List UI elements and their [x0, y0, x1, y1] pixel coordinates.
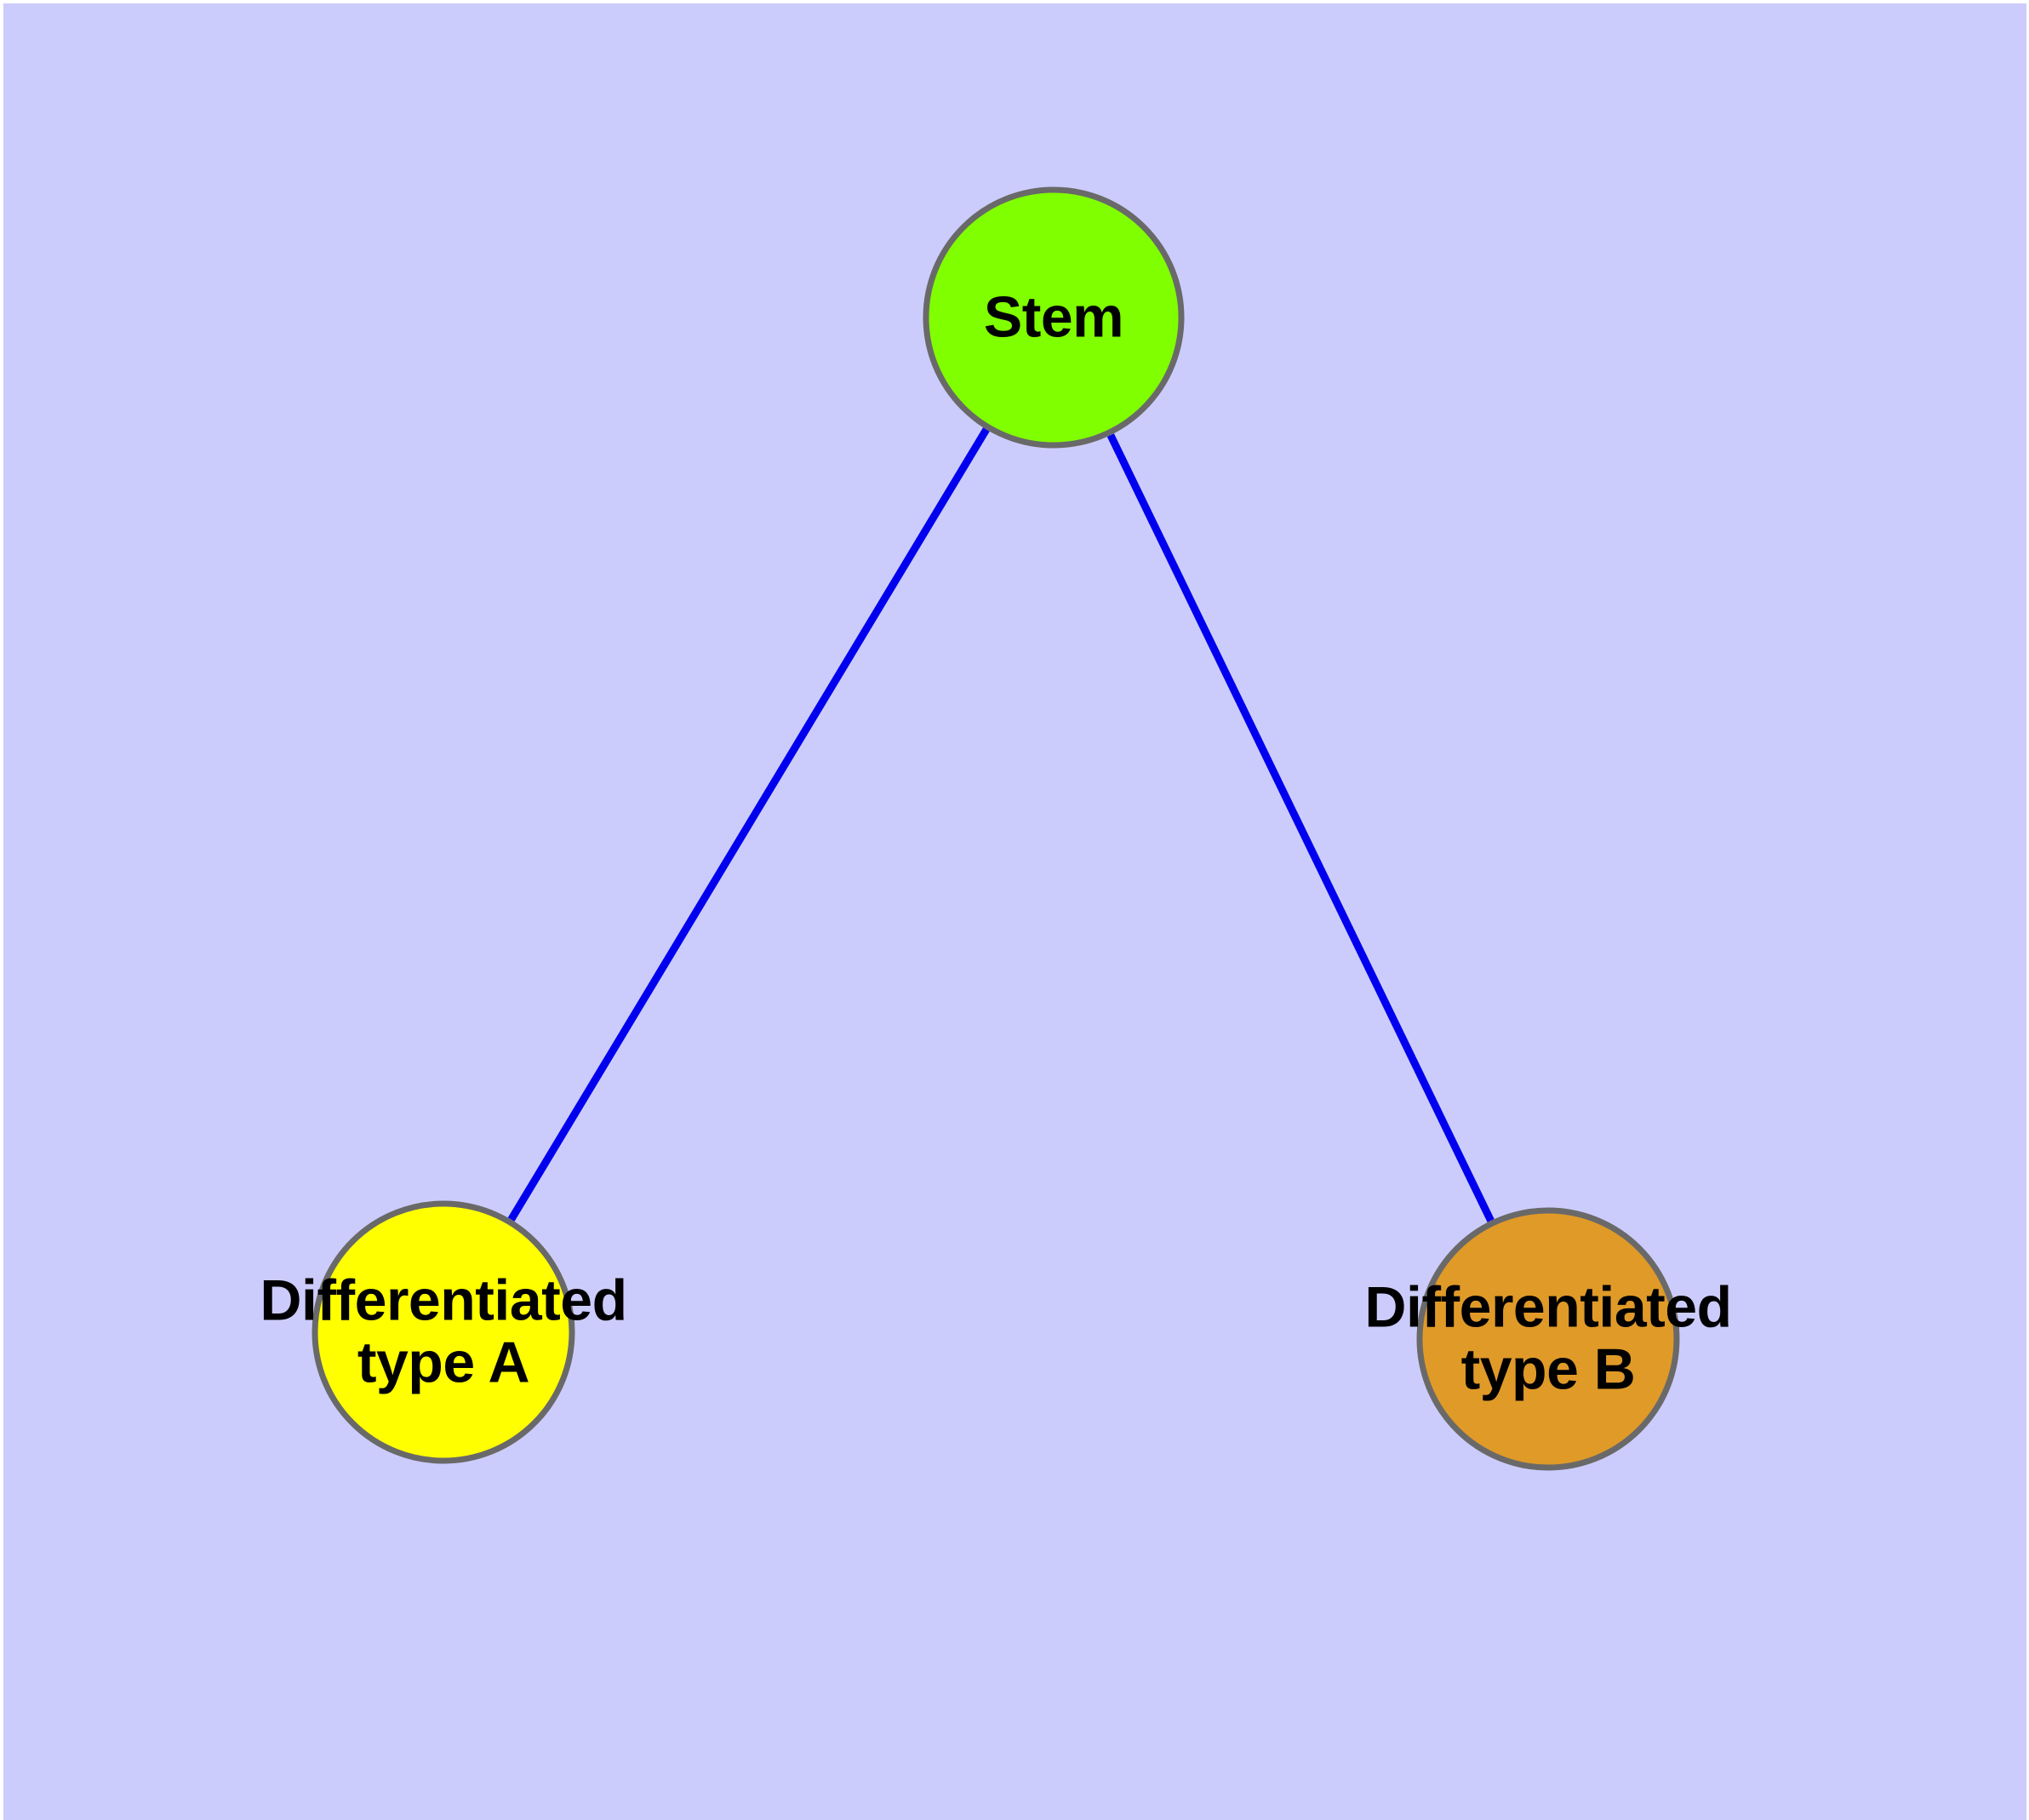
node-diff_a[interactable] [311, 1200, 575, 1464]
node-stem[interactable] [923, 186, 1185, 449]
node-layer [311, 186, 1680, 1471]
node-diff_b[interactable] [1416, 1207, 1680, 1471]
edge-stem-to-diff-b [1106, 433, 1495, 1222]
edge-stem-to-diff-a [507, 427, 990, 1222]
edge-layer [507, 427, 1495, 1222]
